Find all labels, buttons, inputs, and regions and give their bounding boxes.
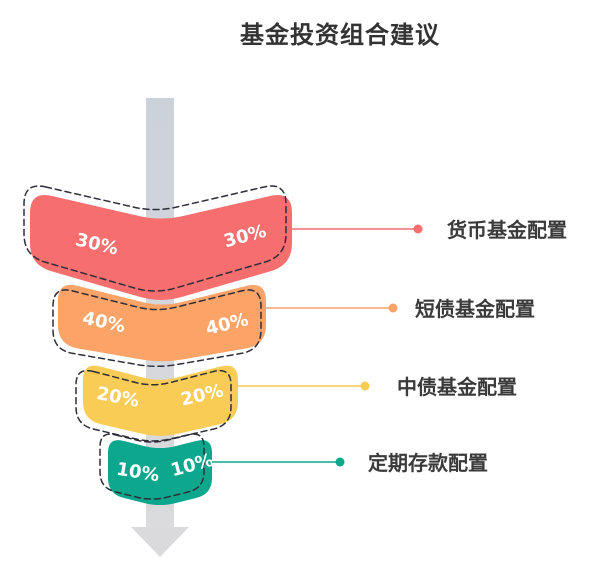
layer-label-medium-bond: 中债基金配置 <box>397 375 517 399</box>
layer-label-fixed-deposit: 定期存款配置 <box>368 451 488 475</box>
down-arrow-head <box>131 527 189 557</box>
leader-dot-fixed-deposit <box>335 457 345 467</box>
layer-label-short-bond: 短债基金配置 <box>415 297 535 321</box>
legend-leaders: 货币基金配置 短债基金配置 中债基金配置 定期存款配置 <box>212 218 567 475</box>
layer-label-money-fund: 货币基金配置 <box>447 218 567 242</box>
chart-title: 基金投资组合建议 <box>240 21 440 49</box>
leader-dot-medium-bond <box>360 381 370 391</box>
leader-dot-short-bond <box>388 303 398 313</box>
leader-dot-money-fund <box>413 224 423 234</box>
